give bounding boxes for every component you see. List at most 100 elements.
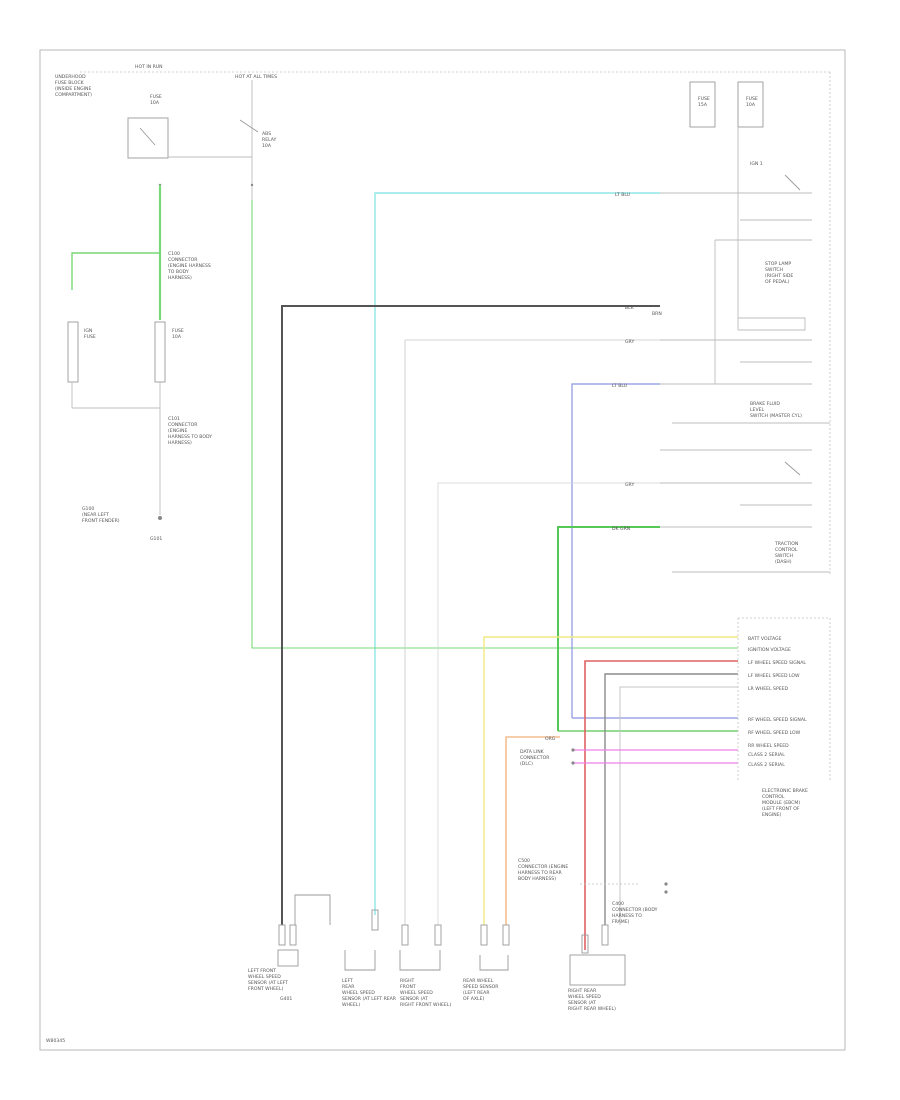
diagram-frame [39,49,846,1051]
svg-text:FUSE: FUSE [698,96,710,102]
svg-text:CONTROL: CONTROL [762,794,785,800]
svg-text:ABS: ABS [262,131,271,137]
gray-wire-1 [404,339,660,925]
svg-text:CONNECTOR: CONNECTOR [520,755,550,761]
svg-text:LT BLU: LT BLU [615,192,630,198]
svg-text:RIGHT: RIGHT [400,978,415,984]
bottom-connector-c500: C500 CONNECTOR (ENGINE HARNESS TO REAR B… [518,858,668,925]
svg-text:CLASS 2 SERIAL: CLASS 2 SERIAL [748,752,785,758]
sensor-right-rear: RIGHT REAR WHEEL SPEED SENSOR (AT RIGHT … [568,954,626,1012]
left-component-pair: IGN FUSE FUSE 10A [67,321,184,409]
green-wire-module [251,200,738,649]
sensor-rear-axle: REAR WHEEL SPEED SENSOR (LEFT REAR OF AX… [463,955,509,1002]
underhood-fuse-block: UNDERHOOD FUSE BLOCK (INSIDE ENGINE COMP… [55,64,277,200]
svg-text:RF WHEEL SPEED SIGNAL: RF WHEEL SPEED SIGNAL [748,717,807,723]
svg-text:C400: C400 [612,901,624,907]
svg-text:HARNESS): HARNESS) [168,275,192,281]
green-wire-branch [71,252,160,290]
svg-text:RR WHEEL SPEED: RR WHEEL SPEED [748,743,789,749]
svg-text:CONNECTOR: CONNECTOR [168,257,198,263]
svg-text:RIGHT REAR WHEEL): RIGHT REAR WHEEL) [568,1006,616,1012]
svg-text:SENSOR (AT LEFT REAR: SENSOR (AT LEFT REAR [342,996,397,1002]
svg-text:TRACTION: TRACTION [774,541,798,547]
svg-text:C100: C100 [168,251,180,257]
svg-text:(LEFT FRONT OF: (LEFT FRONT OF [762,806,800,812]
diagram-code: W80345 [46,1038,65,1044]
svg-text:(ENGINE HARNESS: (ENGINE HARNESS [168,263,211,269]
svg-text:SWITCH (MASTER CYL): SWITCH (MASTER CYL) [750,413,802,419]
svg-text:IGN 1: IGN 1 [750,161,763,167]
svg-text:10A: 10A [746,102,756,108]
svg-text:SENSOR (AT: SENSOR (AT [400,996,428,1002]
ebcm-module: BATT VOLTAGE IGNITION VOLTAGE LF WHEEL S… [737,617,831,818]
svg-text:15A: 15A [698,102,708,108]
svg-text:SWITCH: SWITCH [775,553,793,559]
svg-text:OF PEDAL): OF PEDAL) [765,279,790,285]
svg-text:FUSE: FUSE [150,94,162,100]
svg-text:SENSOR (AT: SENSOR (AT [568,1000,596,1006]
svg-text:CLASS 2 SERIAL: CLASS 2 SERIAL [748,762,785,768]
sensor-left-rear: LEFT REAR WHEEL SPEED SENSOR (AT LEFT RE… [342,950,397,1008]
svg-text:REAR: REAR [342,984,355,990]
svg-text:LEFT: LEFT [342,978,353,984]
svg-text:FRONT: FRONT [400,984,416,990]
svg-text:WHEEL SPEED: WHEEL SPEED [568,994,601,1000]
svg-text:TO BODY: TO BODY [167,269,189,275]
svg-text:RELAY: RELAY [262,137,277,143]
svg-text:FRONT FENDER): FRONT FENDER) [82,518,120,524]
svg-text:FRONT WHEEL): FRONT WHEEL) [248,986,284,992]
svg-text:UNDERHOOD: UNDERHOOD [55,74,86,80]
svg-text:(ENGINE: (ENGINE [168,428,187,434]
red-wire [584,660,738,950]
svg-text:STOP LAMP: STOP LAMP [765,261,791,267]
svg-text:C101: C101 [168,416,180,422]
svg-text:ORG: ORG [545,736,556,742]
svg-text:FUSE: FUSE [746,96,758,102]
svg-text:LT BLU: LT BLU [612,383,627,389]
bright-green-wire [557,526,660,731]
svg-text:SWITCH: SWITCH [765,267,783,273]
svg-text:HARNESS TO REAR: HARNESS TO REAR [518,870,563,876]
svg-text:C500: C500 [518,858,530,864]
svg-text:HOT IN RUN: HOT IN RUN [135,64,163,70]
svg-text:LF WHEEL SPEED SIGNAL: LF WHEEL SPEED SIGNAL [748,660,806,666]
c101-connector: C101 CONNECTOR (ENGINE HARNESS TO BODY H… [82,382,212,542]
svg-text:BRN: BRN [652,311,662,317]
svg-text:HARNESS TO: HARNESS TO [612,913,642,919]
svg-text:ENGINE): ENGINE) [762,812,782,818]
svg-text:HOT AT ALL TIMES: HOT AT ALL TIMES [235,74,277,80]
svg-text:10A: 10A [262,143,272,149]
yellow-wire [483,636,738,925]
svg-text:10A: 10A [172,334,182,340]
svg-text:HARNESS): HARNESS) [168,440,192,446]
cyan-wire [374,192,660,915]
svg-text:BATT VOLTAGE: BATT VOLTAGE [748,636,782,642]
svg-text:(RIGHT SIDE: (RIGHT SIDE [765,273,793,279]
svg-text:CONNECTOR (BODY: CONNECTOR (BODY [612,907,658,913]
svg-text:BODY HARNESS): BODY HARNESS) [518,876,556,882]
svg-text:FUSE BLOCK: FUSE BLOCK [55,80,85,86]
svg-text:RF WHEEL SPEED LOW: RF WHEEL SPEED LOW [748,730,801,736]
mid-gray-wire [604,673,738,925]
svg-text:CONNECTOR (ENGINE: CONNECTOR (ENGINE [518,864,568,870]
bottom-pins [278,909,609,954]
svg-text:GRY: GRY [625,339,634,345]
gray-wire-2 [437,482,660,925]
svg-text:IGNITION VOLTAGE: IGNITION VOLTAGE [748,647,791,653]
svg-text:G100: G100 [82,506,94,512]
svg-text:DATA LINK: DATA LINK [520,749,545,755]
svg-text:10A: 10A [150,100,160,106]
svg-text:(NEAR LEFT: (NEAR LEFT [82,512,109,518]
svg-text:ELECTRONIC BRAKE: ELECTRONIC BRAKE [762,788,808,794]
svg-text:FUSE: FUSE [84,334,96,340]
orange-wire [505,736,560,925]
svg-text:SPEED SENSOR: SPEED SENSOR [463,984,499,990]
svg-text:LF WHEEL SPEED LOW: LF WHEEL SPEED LOW [748,673,800,679]
svg-text:HARNESS TO BODY: HARNESS TO BODY [168,434,212,440]
svg-text:CONNECTOR: CONNECTOR [168,422,198,428]
c100-connector: C100 CONNECTOR (ENGINE HARNESS TO BODY H… [167,251,211,281]
svg-text:(LEFT REAR: (LEFT REAR [463,990,490,996]
sensor-right-front: RIGHT FRONT WHEEL SPEED SENSOR (AT RIGHT… [399,950,451,1008]
svg-text:MODULE (EBCM): MODULE (EBCM) [762,800,800,806]
